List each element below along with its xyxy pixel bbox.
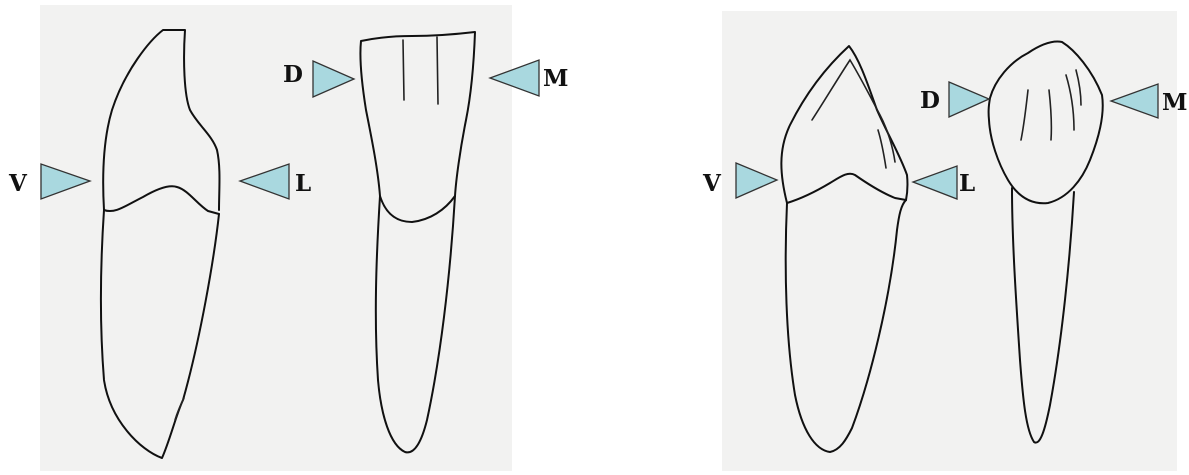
- left-label-v: V: [8, 170, 28, 197]
- right-paper-background: [722, 11, 1177, 471]
- right-label-d: D: [920, 87, 940, 114]
- left-paper-background: [40, 5, 512, 471]
- left-facial-lobe-line-2: [437, 37, 438, 104]
- left-label-d: D: [283, 61, 303, 88]
- right-label-m: M: [1162, 89, 1187, 116]
- right-label-v: V: [702, 170, 722, 197]
- left-label-m: M: [543, 65, 568, 92]
- right-label-l: L: [959, 170, 975, 197]
- left-panel: V L D M: [8, 5, 568, 471]
- right-panel: V L D M: [702, 11, 1187, 471]
- left-label-l: L: [295, 170, 311, 197]
- left-facial-lobe-line-1: [403, 40, 404, 100]
